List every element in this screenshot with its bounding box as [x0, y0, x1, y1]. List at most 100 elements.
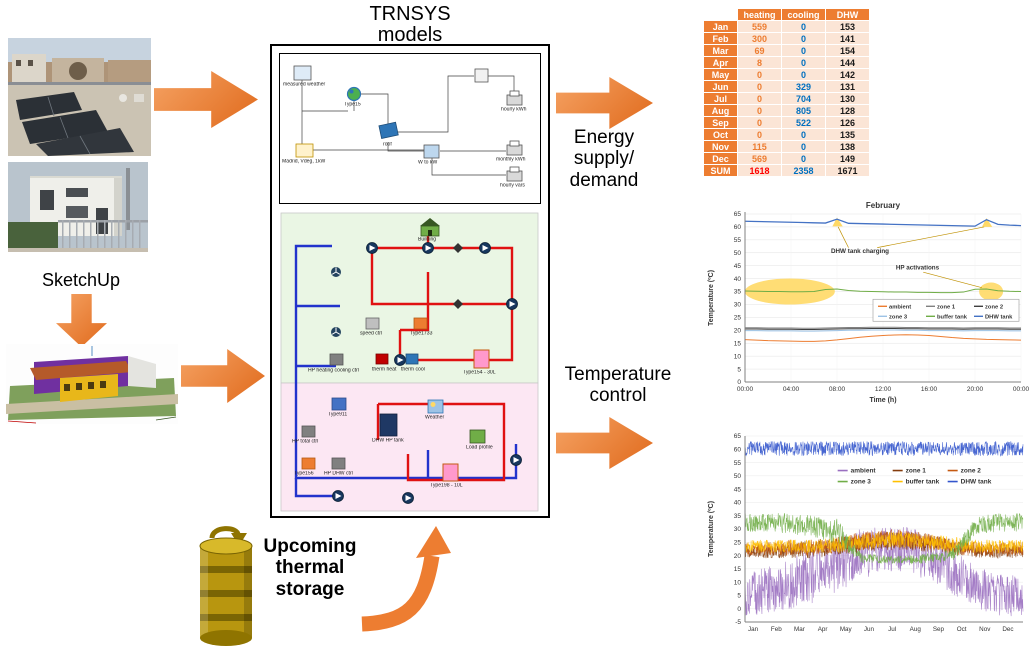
schematic-label: therm cool — [401, 367, 425, 373]
month-cell: Apr — [703, 56, 738, 69]
energy-label-line3: demand — [569, 169, 639, 191]
sketchup-model — [6, 344, 178, 424]
pump-icon — [479, 242, 491, 254]
schematic-label: Building — [418, 237, 437, 243]
dhw-hp-tank-icon — [379, 413, 398, 437]
y-tick-label: -5 — [735, 619, 741, 626]
legend-item: zone 1 — [906, 468, 927, 475]
y-tick-label: 0 — [737, 379, 741, 386]
schematic-label: Weather — [425, 415, 445, 421]
thermal-storage-line2: thermal — [275, 557, 345, 579]
dhw-charging-highlight — [832, 217, 843, 227]
y-tick-label: 40 — [734, 276, 742, 283]
schematic-label: Type911 — [328, 412, 348, 418]
legend-item: zone 2 — [961, 468, 982, 475]
series-buffer-tank — [744, 531, 1024, 554]
y-tick-label: 5 — [737, 366, 741, 373]
month-cell: Nov — [703, 140, 738, 153]
x-tick-label: Sep — [933, 626, 945, 633]
cooling-cell: 0 — [781, 140, 826, 153]
dhw-cell: 153 — [825, 20, 870, 33]
roof-component-icon — [378, 121, 399, 139]
x-tick-label: 08:00 — [829, 386, 846, 393]
sketchup-label: SketchUp — [42, 270, 121, 290]
globe-icon — [346, 86, 362, 102]
month-cell: Feb — [703, 32, 738, 45]
cooling-cell: 0 — [781, 152, 826, 165]
month-cell: May — [703, 68, 738, 81]
heating-cell: 300 — [737, 32, 782, 45]
printer-icon — [506, 140, 523, 156]
arrow-photos-to-trnsys — [154, 71, 258, 128]
arrow-energy-output — [556, 77, 653, 129]
heating-cell: 0 — [737, 68, 782, 81]
arrow-model-to-trnsys — [181, 349, 265, 403]
schematic-label: W to kW — [418, 160, 438, 166]
hp-activation-highlight — [979, 282, 1004, 301]
schematic-label: speed ctrl — [360, 331, 383, 337]
heating-cell: 559 — [737, 20, 782, 33]
y-tick-label: 60 — [734, 224, 742, 231]
weather-file-icon — [293, 65, 312, 81]
thermostat-cool-icon — [405, 353, 419, 365]
schematic-label: DHW HP tank — [372, 438, 404, 444]
legend-item: zone 2 — [985, 304, 1003, 310]
pump-icon — [394, 354, 406, 366]
y-tick-label: 45 — [734, 263, 742, 270]
dhw-cell: 154 — [825, 44, 870, 57]
y-tick-label: 25 — [734, 539, 742, 546]
y-tick-label: 50 — [734, 473, 742, 480]
cooling-cell: 704 — [781, 92, 826, 105]
series-zone-2 — [745, 327, 1021, 331]
legend-item: ambient — [851, 468, 877, 475]
pump-icon — [366, 242, 378, 254]
y-tick-label: 65 — [734, 433, 742, 440]
series-DHW-tank — [744, 440, 1024, 457]
heating-cell: 115 — [737, 140, 782, 153]
y-tick-label: 35 — [734, 289, 742, 296]
y-tick-label: 30 — [734, 526, 742, 533]
x-tick-label: 00:00 — [737, 386, 754, 393]
fan-icon — [331, 267, 341, 277]
heating-cell: 0 — [737, 92, 782, 105]
trnsys-title-line2: models — [377, 24, 443, 46]
legend-item: zone 1 — [937, 304, 956, 310]
y-tick-label: 30 — [734, 302, 742, 309]
thermal-storage-tank-icon — [199, 526, 253, 646]
series-zone-3 — [744, 513, 1024, 565]
table-header-cell — [703, 8, 738, 21]
dhw-storage-tank-icon — [442, 463, 459, 482]
trnsys-schematic-energy-svg — [293, 65, 523, 182]
heating-cell: 0 — [737, 128, 782, 141]
schematic-label: Type156 — [294, 471, 314, 477]
x-tick-label: Jul — [888, 626, 896, 633]
annotation-dhw-charging: DHW tank charging — [831, 248, 889, 255]
energy-label: Energy supply/ demand — [544, 127, 664, 191]
y-tick-label: 50 — [734, 250, 742, 257]
dhw-cell: 135 — [825, 128, 870, 141]
x-tick-label: 04:00 — [783, 386, 800, 393]
site-photo-solar-roof — [8, 38, 151, 156]
schematic-label: HP heating cooling ctrl — [308, 368, 359, 374]
y-tick-label: 0 — [737, 606, 741, 613]
cooling-cell: 0 — [781, 128, 826, 141]
cooling-cell: 0 — [781, 68, 826, 81]
schematic-label: Type198 - 10L — [430, 483, 463, 489]
legend-item: buffer tank — [937, 314, 968, 320]
dhw-cell: 149 — [825, 152, 870, 165]
schematic-label: Type1733 — [410, 331, 433, 337]
schematic-label: Type15 — [344, 102, 361, 108]
dhw-cell: 144 — [825, 56, 870, 69]
trnsys-schematic-energy: measured weather Type15 Madrid, Vdeg, 1k… — [279, 53, 541, 204]
x-tick-label: 00:00 — [1013, 386, 1030, 393]
x-tick-label: Mar — [794, 626, 805, 633]
printer-icon — [506, 166, 523, 182]
schematic-label: HP total ctrl — [292, 439, 319, 445]
